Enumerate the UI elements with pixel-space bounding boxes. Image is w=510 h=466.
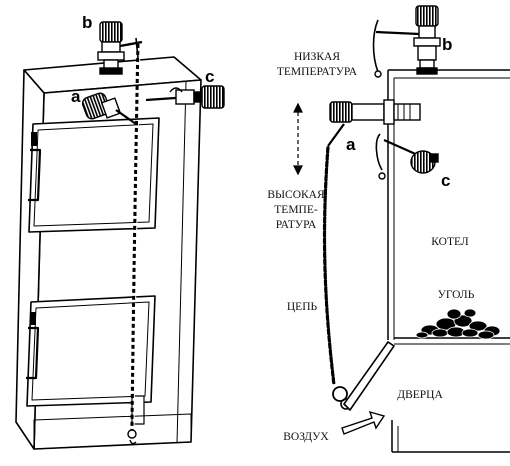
label-high-temperature-line-1: ВЫСОКАЯ xyxy=(267,189,325,201)
temperature-range-arrow-icon xyxy=(293,102,303,176)
label-low-temperature-line-2: ТЕМПЕРАТУРА xyxy=(276,66,358,78)
label-high-temperature-line-3: РАТУРА xyxy=(275,219,317,231)
right-regulator-a xyxy=(327,99,421,147)
knob-icon xyxy=(415,5,439,27)
label-coal: УГОЛЬ xyxy=(437,289,475,301)
label-low-temperature-line-1: НИЗКАЯ xyxy=(293,51,341,63)
knob-icon xyxy=(329,101,353,123)
label-high-temperature-line-2: ТЕМПЕ- xyxy=(274,204,318,216)
coal-pile xyxy=(415,308,501,340)
left-tag-a: a xyxy=(71,87,81,106)
label-air: ВОЗДУХ xyxy=(283,431,329,443)
left-tag-c: c xyxy=(205,67,214,86)
label-boiler: КОТЕЛ xyxy=(431,236,469,248)
right-regulator-c xyxy=(375,133,439,180)
left-chain xyxy=(127,43,141,445)
right-tag-a: a xyxy=(346,135,356,154)
right-chain xyxy=(322,146,352,410)
upper-door-handle xyxy=(31,132,37,146)
label-chain: ЦЕПЬ xyxy=(286,301,318,313)
label-low-temperature: НИЗКАЯ ТЕМПЕРАТУРА xyxy=(262,50,372,80)
left-regulator-c xyxy=(145,85,225,109)
air-arrow-icon xyxy=(341,410,386,435)
knob-icon xyxy=(99,21,123,43)
lower-door xyxy=(26,295,156,425)
upper-door xyxy=(28,117,160,233)
lower-door-handle xyxy=(30,312,36,325)
boiler-3d-view xyxy=(15,56,202,450)
left-regulator-a xyxy=(81,92,137,125)
right-tag-b: b xyxy=(442,35,452,54)
left-tag-b: b xyxy=(82,13,92,32)
knob-icon xyxy=(201,85,225,109)
left-regulator-b xyxy=(97,21,143,75)
right-regulator-b xyxy=(372,5,441,78)
air-door xyxy=(342,340,396,412)
label-high-temperature: ВЫСОКАЯ ТЕМПЕ- РАТУРА xyxy=(256,188,336,233)
label-door: ДВЕРЦА xyxy=(397,389,443,401)
right-tag-c: c xyxy=(441,171,450,190)
